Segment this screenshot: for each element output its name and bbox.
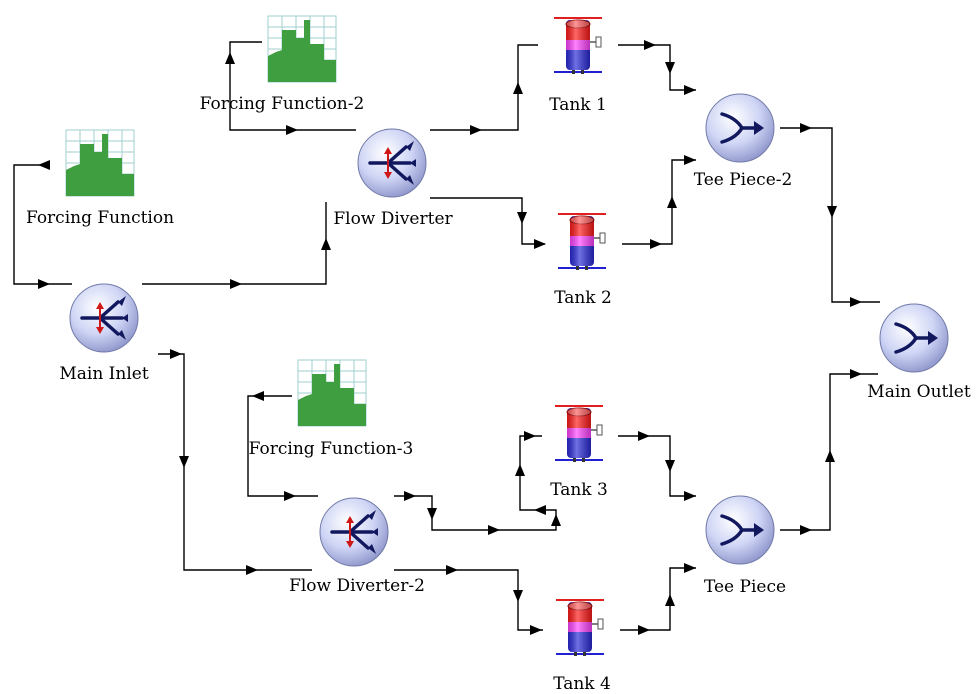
stream-flow-diverter-to-tank-1 (430, 44, 538, 131)
main-inlet-node[interactable] (68, 282, 140, 354)
stream-tank-2-to-tee-piece-2 (622, 159, 696, 245)
tank-4-label: Tank 4 (553, 674, 611, 694)
tee-piece-2-label: Tee Piece-2 (693, 170, 793, 190)
tank-3-node[interactable] (554, 405, 604, 463)
tank-2-node[interactable] (557, 213, 607, 271)
tank-2-label: Tank 2 (554, 288, 612, 308)
flow-diverter-icon (68, 282, 140, 354)
stream-main-inlet-to-flow-diverter-2 (158, 353, 312, 571)
stream-tank-3-to-tee-piece (618, 435, 696, 497)
bar-chart-grid-icon (297, 359, 367, 427)
bar-chart-grid-icon (65, 129, 135, 197)
stream-tee-piece-to-main-outlet (780, 373, 878, 531)
flow-diverter-2-node[interactable] (318, 496, 390, 568)
stream-flow-diverter-2-to-tank-3 (394, 435, 557, 531)
tee-merge-icon (704, 494, 776, 566)
stream-main-inlet-to-flow-diverter (142, 202, 327, 285)
tee-piece-node[interactable] (704, 494, 776, 566)
tee-piece-2-node[interactable] (704, 92, 776, 164)
tank-icon (557, 213, 607, 271)
tank-icon (553, 17, 603, 75)
forcing-function-node[interactable] (65, 129, 135, 197)
tank-4-node[interactable] (555, 599, 605, 657)
bar-chart-grid-icon (267, 15, 337, 83)
forcing-function-2-label: Forcing Function-2 (199, 94, 365, 114)
tee-piece-label: Tee Piece (703, 577, 787, 597)
forcing-function-3-node[interactable] (297, 359, 367, 427)
flow-diverter-icon (356, 127, 428, 199)
stream-forcing-function-3-to-flow-diverter-2 (247, 395, 318, 497)
flow-diverter-2-label: Flow Diverter-2 (289, 576, 425, 596)
tank-icon (554, 405, 604, 463)
main-inlet-label: Main Inlet (59, 364, 149, 384)
tank-3-label: Tank 3 (550, 480, 608, 500)
flow-diverter-node[interactable] (356, 127, 428, 199)
main-outlet-label: Main Outlet (867, 382, 971, 402)
stream-tank-1-to-tee-piece-2 (618, 44, 696, 91)
forcing-function-2-node[interactable] (267, 15, 337, 83)
stream-tee-piece-2-to-main-outlet (780, 127, 880, 303)
forcing-function-label: Forcing Function (25, 208, 175, 228)
main-outlet-node[interactable] (878, 302, 950, 374)
flow-diverter-label: Flow Diverter (333, 209, 453, 229)
tee-merge-icon (704, 92, 776, 164)
stream-tank-4-to-tee-piece (620, 567, 696, 631)
tee-merge-icon (878, 302, 950, 374)
tank-icon (555, 599, 605, 657)
forcing-function-3-label: Forcing Function-3 (248, 439, 414, 459)
tank-1-node[interactable] (553, 17, 603, 75)
flow-diverter-icon (318, 496, 390, 568)
tank-1-label: Tank 1 (549, 95, 607, 115)
